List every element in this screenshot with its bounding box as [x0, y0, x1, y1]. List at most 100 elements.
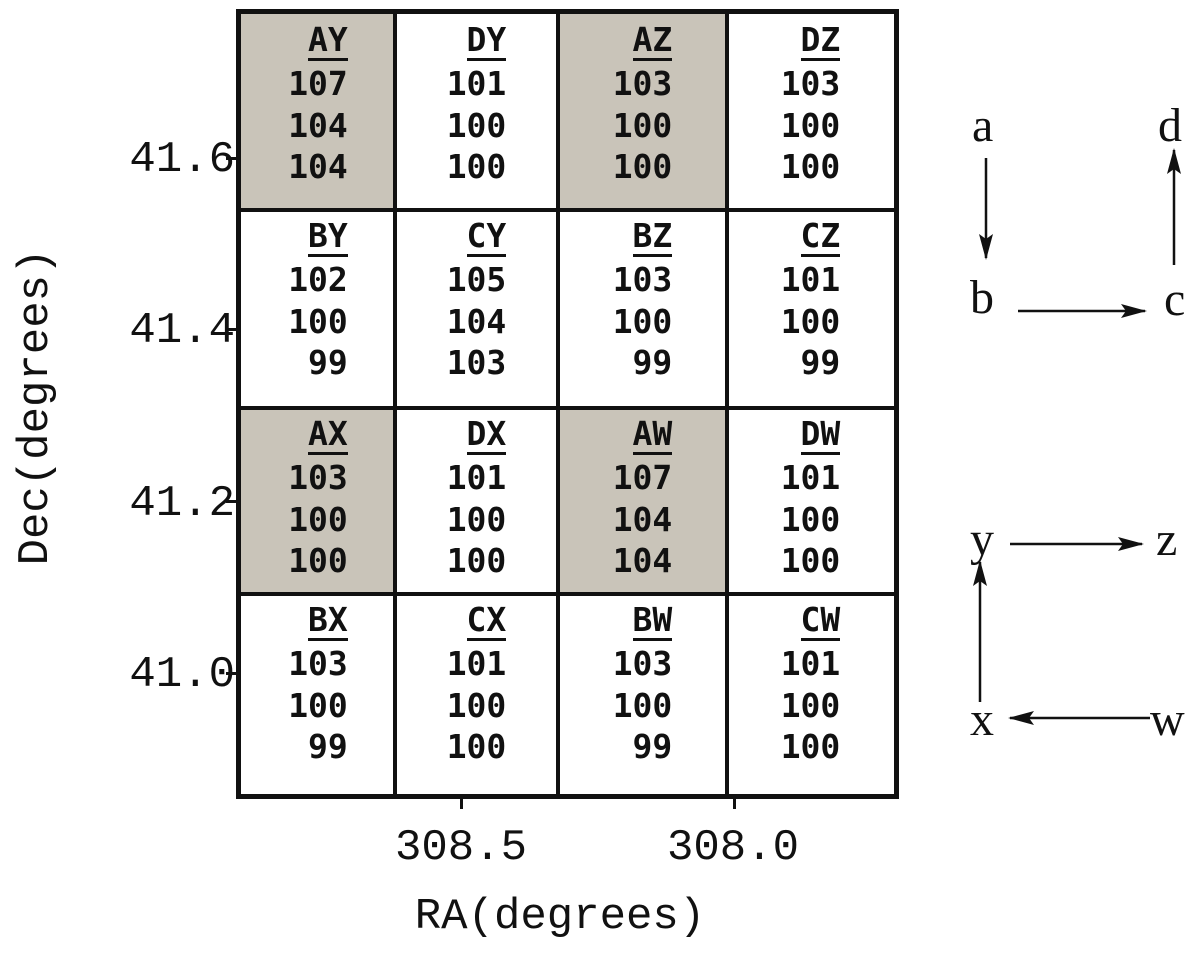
cell-value: 100 [780, 727, 841, 766]
cell-value: 100 [612, 147, 673, 186]
y-tick-label: 41.0 [129, 650, 235, 700]
y-tick-label: 41.2 [129, 479, 235, 529]
cell-value: 100 [446, 147, 507, 186]
cell-value: 101 [780, 458, 841, 497]
cell-label: DW [800, 414, 841, 455]
cell-value: 100 [780, 685, 841, 725]
cell-value: 102 [288, 260, 348, 299]
cell-value: 104 [612, 499, 673, 539]
cell-label: DX [466, 414, 507, 455]
label-z: z [1156, 513, 1178, 566]
cell-value: 103 [612, 64, 673, 103]
grid-line-vertical [725, 14, 729, 794]
grid-line-vertical [393, 14, 397, 794]
x-tick-label: 308.0 [666, 823, 800, 873]
cell-value: 104 [612, 541, 673, 580]
cell-label: CW [800, 600, 841, 641]
y-tick-mark [226, 157, 238, 160]
cell-value: 100 [780, 499, 841, 539]
cell-value: 100 [446, 541, 507, 580]
cell-value: 100 [288, 301, 348, 341]
cell-label: BW [632, 600, 673, 641]
cell-value: 101 [780, 644, 841, 683]
cell-label: CY [466, 216, 507, 257]
cell-value: 100 [288, 685, 348, 725]
cell-label: AY [308, 20, 348, 61]
x-tick-mark [460, 797, 463, 809]
grid-line-horizontal [241, 208, 894, 212]
x-tick-label: 308.5 [394, 823, 528, 873]
cell-label: DZ [800, 20, 841, 61]
cell-label: AW [632, 414, 673, 455]
cell-label: CZ [800, 216, 841, 257]
cell-label: BX [308, 600, 348, 641]
label-d: d [1158, 99, 1182, 152]
cell-value: 99 [632, 343, 673, 382]
cell-value: 107 [288, 64, 348, 103]
cell-value: 99 [800, 343, 841, 382]
cell-value: 101 [780, 260, 841, 299]
cell-label: DY [466, 20, 507, 61]
cell-value: 100 [446, 727, 507, 766]
y-tick-mark [226, 500, 238, 503]
label-a: a [972, 99, 994, 152]
cell-value: 99 [308, 343, 348, 382]
cell-value: 104 [288, 147, 348, 186]
cell-value: 100 [612, 301, 673, 341]
cell-value: 104 [288, 105, 348, 145]
cell-label: BY [308, 216, 348, 257]
cell-value: 103 [288, 458, 348, 497]
cell-value: 105 [446, 260, 507, 299]
cell-label: AX [308, 414, 348, 455]
grid-line-horizontal [241, 592, 894, 596]
y-tick-mark [226, 328, 238, 331]
cell-value: 100 [288, 499, 348, 539]
cell-value: 100 [288, 541, 348, 580]
label-w: w [1150, 693, 1185, 746]
cell-value: 101 [446, 64, 507, 103]
grid-line-vertical [556, 14, 560, 794]
cell-value: 100 [612, 685, 673, 725]
cell-value: 103 [446, 343, 507, 382]
cell-value: 100 [446, 685, 507, 725]
cell-value: 103 [780, 64, 841, 103]
cell-value: 100 [446, 105, 507, 145]
cell-value: 100 [612, 105, 673, 145]
cell-label: BZ [632, 216, 673, 257]
x-tick-mark [733, 797, 736, 809]
cell-value: 107 [612, 458, 673, 497]
cell-value: 101 [446, 458, 507, 497]
label-c: c [1164, 273, 1186, 326]
cell-label: CX [466, 600, 507, 641]
cell-value: 99 [308, 727, 348, 766]
cell-value: 101 [446, 644, 507, 683]
